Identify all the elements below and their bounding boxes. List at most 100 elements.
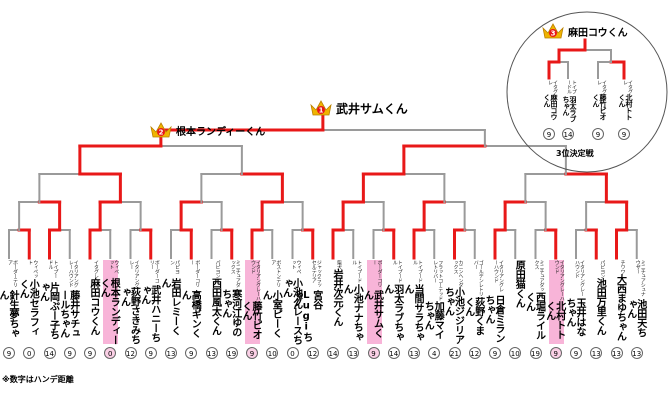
third-place-entrant: トイプードル羽太ラブちゃん bbox=[561, 80, 577, 124]
third-place-entrant: イタグレ藤竹ピオくん bbox=[591, 80, 607, 124]
handicap-badge: 9 bbox=[246, 347, 258, 359]
handicap-badge: 9 bbox=[63, 347, 76, 359]
entrant-name: 武井サムくん bbox=[361, 289, 383, 338]
entrant-name: 麻田コウくん bbox=[88, 278, 99, 335]
handicap-badge: 12 bbox=[468, 347, 481, 359]
entrant-column: トイプードル片岡ぷー子ちゃん bbox=[38, 260, 59, 344]
entrant-column: イタリアングレーハウンド日倉ミランちゃん bbox=[483, 260, 504, 344]
entrant-breed: パピヨン bbox=[214, 260, 221, 278]
entrant-column: パピヨン池田万里くん bbox=[589, 260, 606, 344]
entrant-name: 日倉ミランちゃん bbox=[483, 294, 504, 343]
entrant-breed: ジャックラッセルテリア bbox=[310, 260, 322, 287]
svg-text:3: 3 bbox=[551, 30, 556, 38]
entrant-name: 小池グレースちゃん bbox=[280, 277, 302, 345]
entrant-breed: ウィペット bbox=[108, 260, 120, 274]
entrant-name: 玉井はなちゃん bbox=[564, 297, 585, 336]
entrant-column: ボーダーコリー武井ハニーちゃん bbox=[139, 260, 160, 344]
entrant-column: ボーダーコリー高橋ギンくん bbox=[179, 260, 201, 344]
handicap-badge: 9 bbox=[3, 347, 15, 359]
entrant-column: ミニチュアシュナウザー池田天ちゃん bbox=[625, 260, 646, 344]
svg-text:1: 1 bbox=[319, 107, 324, 115]
entrant-breed: ウィペット bbox=[27, 260, 39, 278]
handicap-badge: 9 bbox=[144, 347, 157, 359]
entrant-breed: ゴールデンレトリバー bbox=[472, 260, 484, 296]
entrant-name: 麻田コウくん bbox=[543, 93, 558, 120]
first-place-label: 1 武井サムくん bbox=[310, 99, 408, 117]
second-place-label: 2 根本ランディーくん bbox=[150, 121, 265, 139]
handicap-badge: 9 bbox=[543, 128, 555, 140]
entrant-name: 北村トトくん bbox=[618, 93, 633, 120]
svg-text:2: 2 bbox=[159, 129, 164, 137]
entrant-breed: ボーダーコリー bbox=[371, 260, 383, 287]
handicap-badge: 10 bbox=[266, 347, 279, 359]
entrant-column: ボストンテリア小室ピーくん bbox=[260, 260, 282, 344]
handicap-badge: 14 bbox=[387, 347, 400, 359]
entrant-name: 小室ピーくん bbox=[260, 289, 282, 338]
handicap-badge: 19 bbox=[529, 347, 542, 359]
entrant-name: 北村トトくん bbox=[543, 300, 565, 339]
entrant-name: 荻野くまくん bbox=[462, 297, 484, 336]
handicap-badge: 13 bbox=[630, 347, 643, 359]
entrant-column: ウィペット根本ランディーくん bbox=[98, 260, 120, 344]
entrant-name: 羽太ラブちゃん bbox=[381, 284, 403, 342]
entrant-name: 片岡ぷー子ちゃん bbox=[37, 282, 59, 340]
entrant-column: イタリアングレーハウンド玉井はなちゃん bbox=[564, 260, 585, 344]
entrant-breed: イタグレ bbox=[93, 260, 99, 278]
entrant-column: イタリアングレー荻野さきみちゃん bbox=[119, 260, 140, 344]
entrant-name: 寒河江ゆのちゃん bbox=[219, 289, 241, 337]
entrant-name: 根本ランディーくん bbox=[98, 277, 120, 345]
third-place-label: 3 麻田コウくん bbox=[542, 22, 628, 40]
entrant-name: 岩井次元くん bbox=[331, 269, 342, 326]
entrant-name: 加藤マイちゃん bbox=[422, 300, 444, 339]
handicap-badge: 9 bbox=[618, 128, 630, 140]
entrant-breed: フラットコーテッドレトリバー bbox=[432, 260, 444, 301]
handicap-badge: 13 bbox=[590, 347, 603, 359]
third-place-entrant: イタグレ麻田コウくん bbox=[542, 80, 558, 124]
handicap-badge: 21 bbox=[448, 347, 461, 359]
third-place-entrant: イタグレ北村トトくん bbox=[617, 80, 633, 124]
entrant-name: 荻野さきみちゃん bbox=[118, 287, 140, 344]
entrant-column: イタリアングレーハウンド藤井サチュールちゃん bbox=[58, 260, 79, 344]
entrant-name: 藤竹ピオくん bbox=[592, 93, 607, 120]
handicap-badge: 13 bbox=[205, 347, 218, 359]
entrant-name: 原田猫くん bbox=[513, 260, 525, 308]
entrant-breed: イタリアングレーハウンド bbox=[574, 260, 585, 296]
entrant-name: 藤井サチュールちゃん bbox=[57, 290, 79, 338]
entrant-breed: ミニチュアダックス bbox=[533, 260, 545, 292]
entrant-breed: イタリアングレーハウンド bbox=[67, 260, 79, 287]
handicap-note: ※数字はハンデ距離 bbox=[2, 375, 74, 384]
entrant-breed: ボストンテリア bbox=[270, 260, 282, 287]
entrant-column: ボーダーコリー武井サムくん bbox=[362, 260, 383, 344]
entrant-breed: イタリアングレー bbox=[128, 260, 140, 287]
entrant-name: 小池ジジリアちゃん bbox=[442, 287, 464, 344]
entrant-column: ミニチュアダックス西堀ライルくん bbox=[524, 260, 545, 344]
entrant-breed: イタグレ bbox=[596, 80, 607, 94]
entrant-column: イタグレ麻田コウくん bbox=[83, 260, 99, 344]
entrant-breed: ボーダーコリー bbox=[148, 260, 160, 283]
entrant-breed: ボーダーコリー bbox=[189, 260, 201, 287]
entrant-breed: イタリアングレーハウンド bbox=[553, 260, 565, 301]
entrant-breed: ボーダーテリア bbox=[7, 260, 18, 287]
handicap-badge: 4 bbox=[428, 347, 441, 359]
entrant-column: ウィペット小池グレースちゃん bbox=[281, 260, 302, 344]
entrant-name: 宮谷Lugiちゃん bbox=[290, 289, 322, 342]
entrant-breed: カニンヘンダックス bbox=[452, 260, 464, 287]
entrant-breed: パピヨン bbox=[599, 260, 606, 278]
entrant-breed: パピヨン bbox=[169, 260, 180, 274]
crown-icon: 2 bbox=[150, 122, 172, 138]
entrant-column: パピヨン西田風太くん bbox=[205, 260, 221, 344]
handicap-badge: 14 bbox=[562, 128, 574, 140]
entrant-breed: イタグレ bbox=[622, 80, 633, 94]
entrant-name: 岩田レミーくん bbox=[159, 277, 180, 335]
entrant-name: 池田万里くん bbox=[594, 278, 606, 335]
entrant-column: パピヨン岩田レミーくん bbox=[159, 260, 180, 344]
handicap-badge: 13 bbox=[347, 347, 360, 359]
third-place-circle bbox=[506, 11, 668, 173]
handicap-badge: 9 bbox=[592, 128, 604, 140]
handicap-badge: 13 bbox=[165, 347, 177, 359]
entrant-column: トイプードル当間サラちゃん bbox=[402, 260, 423, 344]
handicap-badge: 0 bbox=[104, 347, 117, 359]
crown-icon: 3 bbox=[542, 23, 564, 39]
